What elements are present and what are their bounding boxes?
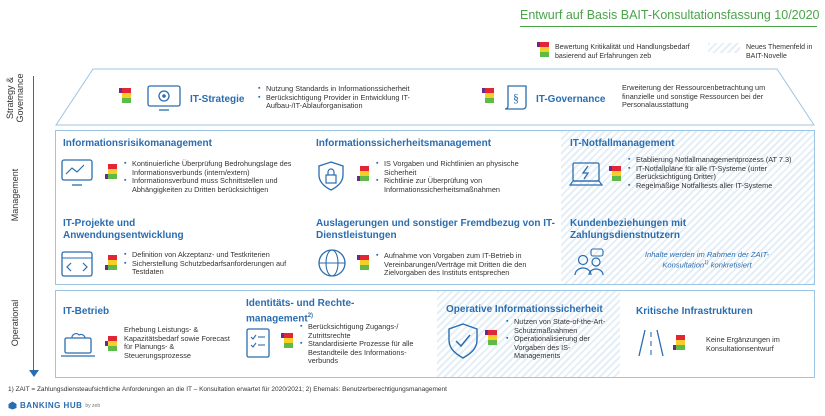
paragraph-scroll-icon: § bbox=[504, 85, 527, 110]
auslagerung-bullets: Aufnahme von Vorgaben zum IT-Betrieb in … bbox=[376, 251, 556, 278]
kritis-title: Kritische Infrastrukturen bbox=[636, 306, 753, 317]
list-item: Standardisierte Prozesse für alle Bestan… bbox=[300, 339, 420, 366]
kritis-text: Keine Ergänzungen im Konsultationsentwur… bbox=[706, 335, 780, 353]
axis-label-operational: Operational bbox=[10, 299, 20, 347]
traffic-light-projekte bbox=[105, 255, 117, 275]
notfall-title: IT-Notfallmanagement bbox=[570, 138, 675, 149]
irm-title: Informationsrisikomanagement bbox=[63, 138, 212, 149]
traffic-light-identitaet bbox=[281, 333, 293, 353]
traffic-light-notfall bbox=[609, 166, 621, 186]
identitaet-bullets: Berücksichtigung Zugangs-/ Zutrittsrecht… bbox=[300, 322, 420, 366]
projekte-title: IT-Projekte und Anwendungsentwicklung bbox=[63, 218, 184, 241]
page-title: Entwurf auf Basis BAIT-Konsultationsfass… bbox=[520, 8, 820, 22]
ois-title: Operative Informationssicherheit bbox=[446, 304, 603, 315]
cloud-laptop-icon bbox=[61, 333, 95, 357]
ism-title: Informationssicherheitsmanagement bbox=[316, 138, 492, 149]
legend-hatch-text: Neues Themenfeld in BAIT-Novelle bbox=[746, 44, 813, 60]
list-item: Nutzen von State-of-the-Art-Schutzmaßnah… bbox=[506, 317, 616, 335]
shield-lock-icon bbox=[318, 161, 344, 191]
identitaet-title: Identitäts- und Rechte-management2) bbox=[246, 298, 376, 325]
list-item: Berücksichtigung Zugangs-/ Zutrittsrecht… bbox=[300, 322, 420, 340]
globe-network-icon bbox=[318, 249, 346, 277]
axis-line bbox=[33, 76, 34, 376]
monitor-gear-icon bbox=[147, 85, 181, 111]
axis-arrow-icon bbox=[29, 370, 39, 377]
laptop-alert-icon bbox=[568, 162, 604, 186]
list-item: IT-Notfallpläne für alle IT-Systeme (unt… bbox=[628, 164, 800, 182]
kunden-text-tail: konkretisiert bbox=[708, 260, 752, 270]
list-item: Richtlinie zur Überprüfung von Informati… bbox=[376, 176, 546, 194]
footnote: 1) ZAIT = Zahlungsdiensteaufsichtliche A… bbox=[8, 386, 447, 393]
identitaet-footnote-marker: 2) bbox=[307, 313, 314, 319]
list-item: IS Vorgaben und Richtlinien an physische… bbox=[376, 159, 546, 177]
shield-check-icon bbox=[448, 323, 478, 359]
legend-traffic-light bbox=[537, 42, 549, 62]
list-item: Kontinuierliche Überprüfung Bedrohungsla… bbox=[124, 159, 304, 177]
auslagerung-title: Auslagerungen und sonstiger Fremdbezug v… bbox=[316, 218, 555, 241]
list-item: Berücksichtigung Provider in Entwicklung… bbox=[258, 93, 438, 111]
logo-sub: by zeb bbox=[85, 402, 101, 409]
traffic-light-betrieb bbox=[105, 336, 117, 356]
code-window-icon bbox=[61, 251, 93, 277]
list-item: Nutzung Standards in Informationssicherh… bbox=[258, 84, 438, 94]
ism-bullets: IS Vorgaben und Richtlinien an physische… bbox=[376, 159, 546, 194]
list-item: Etablierung Notfallmanagementprozess (AT… bbox=[628, 155, 800, 165]
ois-bullets: Nutzen von State-of-the-Art-Schutzmaßnah… bbox=[506, 317, 616, 361]
header-underline bbox=[520, 26, 817, 27]
betrieb-title: IT-Betrieb bbox=[63, 306, 110, 317]
projekte-bullets: Definition von Akzeptanz- und Testkriter… bbox=[124, 250, 304, 277]
operational-band bbox=[55, 290, 815, 378]
kunden-text-main: Inhalte werden im Rahmen der ZAIT-Konsul… bbox=[644, 250, 770, 270]
list-item: Operationalisierung der Vorgaben des IS-… bbox=[506, 334, 616, 361]
it-governance-title: IT-Governance bbox=[536, 94, 606, 105]
list-item: Sicherstellung Schutzbedarfsanforderunge… bbox=[124, 259, 304, 277]
identitaet-title-text: Identitäts- und Rechte-management bbox=[246, 298, 355, 325]
logo: BANKING HUB by zeb bbox=[8, 401, 100, 410]
list-item: Aufnahme von Vorgaben zum IT-Betrieb in … bbox=[376, 251, 556, 278]
checklist-icon bbox=[246, 328, 270, 358]
logo-name: BANKING HUB bbox=[20, 401, 83, 410]
list-item: Regelmäßige Notfalltests aller IT-System… bbox=[628, 181, 800, 191]
traffic-light-ois bbox=[485, 330, 497, 350]
dashboard-monitor-icon bbox=[61, 159, 93, 186]
kunden-footnote-marker: 1) bbox=[704, 260, 709, 266]
road-icon bbox=[638, 329, 664, 357]
legend-hatch-swatch bbox=[708, 43, 740, 53]
it-strategie-title: IT-Strategie bbox=[190, 94, 245, 105]
list-item: Informationsverbund muss Schnittstellen … bbox=[124, 176, 304, 194]
it-governance-text: Erweiterung der Ressourcenbetrachtung um… bbox=[622, 83, 766, 110]
traffic-light-irm bbox=[105, 164, 117, 184]
notfall-bullets: Etablierung Notfallmanagementprozess (AT… bbox=[628, 155, 800, 191]
banking-hub-logo-icon bbox=[8, 401, 17, 410]
people-chat-icon bbox=[574, 248, 604, 276]
traffic-light-it-strategie bbox=[119, 88, 131, 108]
traffic-light-auslagerung bbox=[357, 255, 369, 275]
list-item: Definition von Akzeptanz- und Testkriter… bbox=[124, 250, 304, 260]
kunden-title: Kundenbeziehungen mit Zahlungsdienstnutz… bbox=[570, 218, 687, 241]
axis-label-management: Management bbox=[10, 168, 20, 222]
it-strategie-bullets: Nutzung Standards in Informationssicherh… bbox=[258, 84, 438, 111]
irm-bullets: Kontinuierliche Überprüfung Bedrohungsla… bbox=[124, 159, 304, 194]
svg-text:§: § bbox=[513, 91, 519, 105]
traffic-light-it-governance bbox=[482, 88, 494, 108]
legend-traffic-text: Bewertung Kritikalität und Handlungsbeda… bbox=[555, 44, 690, 60]
traffic-light-ism bbox=[357, 166, 369, 186]
betrieb-text: Erhebung Leistungs- & Kapazitätsbedarf s… bbox=[124, 325, 230, 360]
traffic-light-kritis bbox=[673, 335, 685, 355]
kunden-text: Inhalte werden im Rahmen der ZAIT-Konsul… bbox=[622, 250, 792, 270]
axis-label-strategy: Strategy & Governance bbox=[5, 73, 25, 123]
